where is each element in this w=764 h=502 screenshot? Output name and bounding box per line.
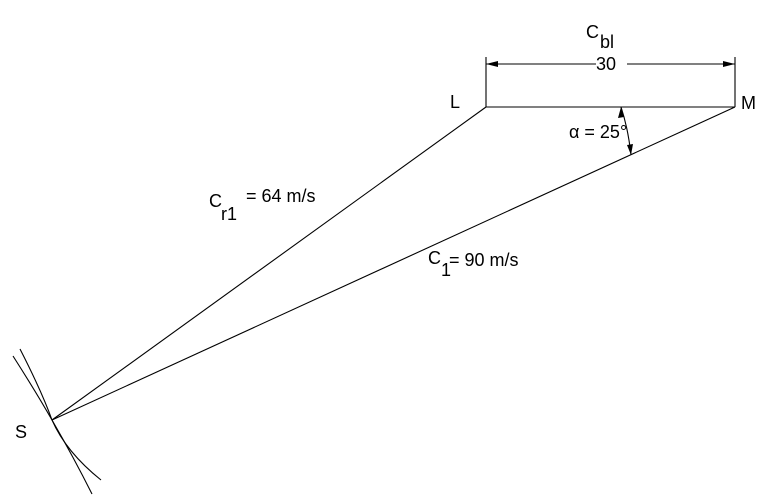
- line-s-l: [51, 106, 487, 421]
- c-1-label: C: [428, 248, 441, 268]
- point-label-m: M: [741, 93, 756, 113]
- c-bl-label: C: [586, 22, 599, 42]
- c-r1-subscript: r1: [221, 204, 237, 224]
- alpha-arrow-bottom: [627, 144, 633, 155]
- alpha-label: α = 25°: [569, 122, 627, 142]
- dimension-arrow-right: [723, 61, 735, 67]
- point-label-l: L: [450, 92, 460, 112]
- line-s-m: [51, 106, 736, 421]
- dimension-arrow-left: [486, 61, 498, 67]
- c-bl-subscript: bl: [600, 32, 614, 52]
- alpha-arrow-top: [618, 107, 624, 118]
- c-r1-value: = 64 m/s: [246, 186, 316, 206]
- c-1-value: = 90 m/s: [449, 250, 519, 270]
- c-1-subscript: 1: [441, 260, 451, 280]
- c-bl-value: 30: [596, 54, 616, 74]
- c-r1-label: C: [209, 191, 222, 211]
- point-label-s: S: [15, 422, 27, 442]
